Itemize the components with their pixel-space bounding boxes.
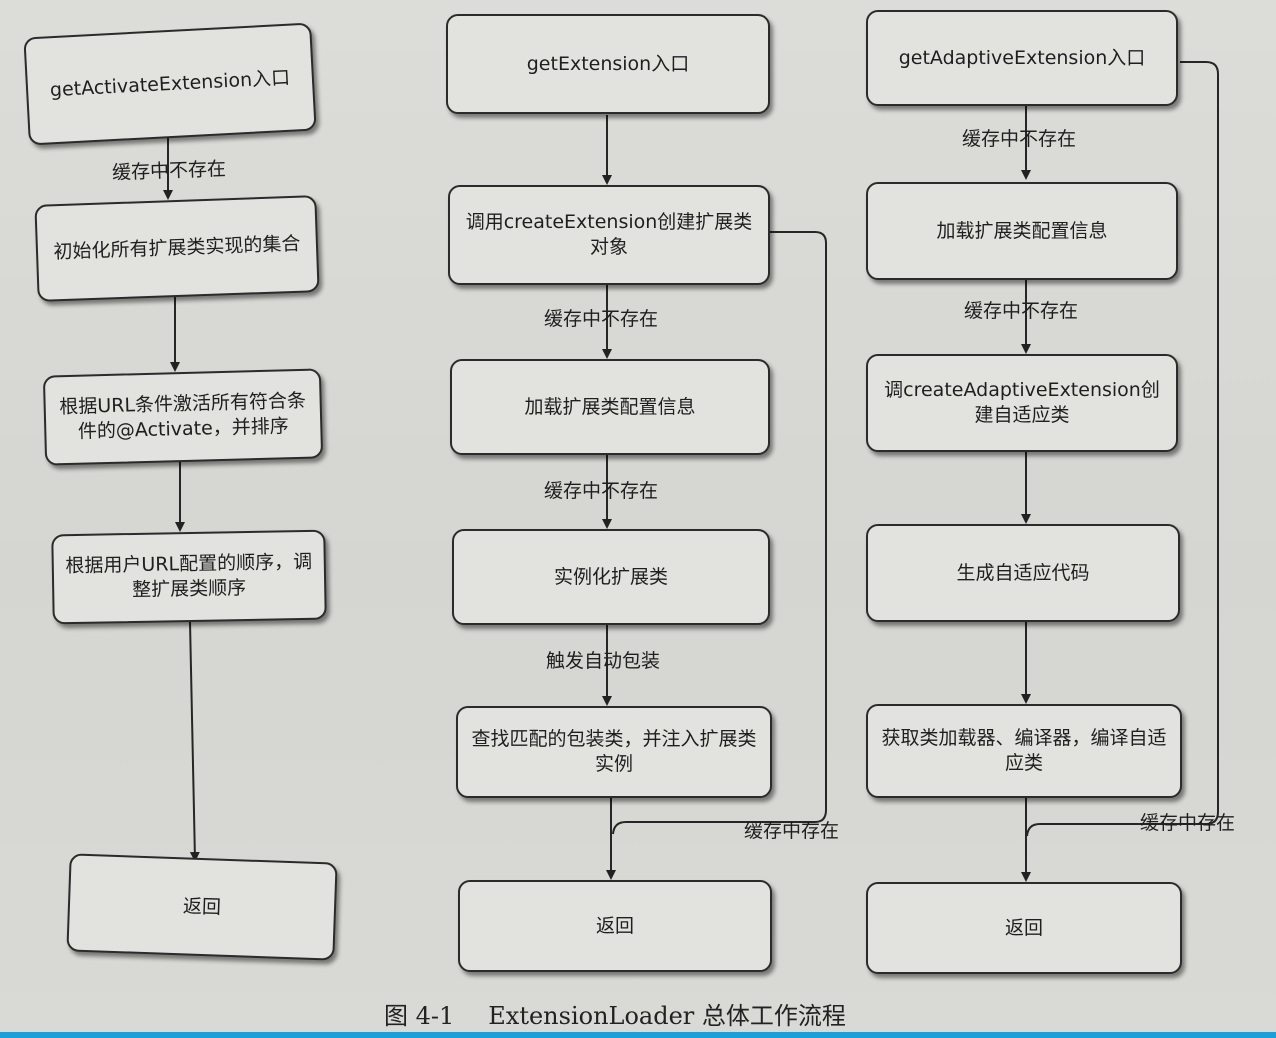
figure-number: 图 4-1 (384, 1002, 455, 1030)
c2-inject-text: 查找匹配的包装类，并注入扩展类实例 (471, 728, 757, 775)
c2-load-box: 加载扩展类配置信息 (450, 359, 770, 455)
c2-entry-text: getExtension入口 (526, 52, 690, 75)
c3-load-box: 加载扩展类配置信息 (866, 182, 1178, 280)
c3-create-box: 调createAdaptiveExtension创建自适应类 (866, 354, 1178, 452)
c3-generate-box: 生成自适应代码 (866, 524, 1180, 622)
c2-instantiate-text: 实例化扩展类 (553, 565, 668, 588)
figure-caption: 图 4-1 ExtensionLoader 总体工作流程 (384, 996, 846, 1031)
c2-load-text: 加载扩展类配置信息 (524, 395, 696, 418)
c1-init-box: 初始化所有扩展类实现的集合 (34, 195, 320, 302)
c2-wrap-label: 触发自动包装 (546, 650, 661, 672)
c1-entry-box: getActivateExtension入口 (23, 22, 317, 146)
c3-load-text: 加载扩展类配置信息 (936, 219, 1108, 242)
c3-generate-text: 生成自适应代码 (956, 561, 1090, 584)
c3-create-text: 调createAdaptiveExtension创建自适应类 (884, 379, 1160, 426)
c2-entry-box: getExtension入口 (446, 14, 770, 114)
c3-entry-text: getAdaptiveExtension入口 (898, 46, 1146, 69)
c3-cache-miss-label-1: 缓存中不存在 (962, 128, 1077, 150)
c1-cache-miss-label: 缓存中不存在 (111, 158, 227, 184)
c3-return-box: 返回 (866, 882, 1182, 974)
c1-init-text: 初始化所有扩展类实现的集合 (53, 232, 301, 264)
c3-cache-miss-label-2: 缓存中不存在 (964, 300, 1079, 322)
c2-inject-box: 查找匹配的包装类，并注入扩展类实例 (456, 706, 772, 798)
c1-activate-text: 根据URL条件激活所有符合条件的@Activate，并排序 (59, 389, 307, 443)
c2-create-text: 调用createExtension创建扩展类对象 (465, 211, 753, 258)
c2-instantiate-box: 实例化扩展类 (452, 529, 770, 625)
c2-cache-miss-label-1: 缓存中不存在 (544, 308, 659, 330)
c1-reorder-box: 根据用户URL配置的顺序，调整扩展类顺序 (51, 529, 327, 625)
c2-create-box: 调用createExtension创建扩展类对象 (448, 185, 770, 285)
arrow-c1-reorder-return (189, 621, 200, 862)
arrow-c3-cache-hit-path (1026, 61, 1219, 837)
c1-activate-box: 根据URL条件激活所有符合条件的@Activate，并排序 (42, 368, 324, 466)
c2-cache-hit-label: 缓存中存在 (744, 820, 840, 842)
c3-compile-text: 获取类加载器、编译器，编译自适应类 (881, 727, 1167, 774)
c2-cache-miss-label-2: 缓存中不存在 (544, 480, 659, 502)
c1-return-box: 返回 (66, 853, 338, 961)
c1-reorder-text: 根据用户URL配置的顺序，调整扩展类顺序 (65, 550, 313, 601)
c1-entry-text: getActivateExtension入口 (49, 66, 291, 101)
screenshot-bottom-edge (0, 1032, 1276, 1038)
c2-return-text: 返回 (595, 914, 634, 937)
c3-entry-box: getAdaptiveExtension入口 (866, 10, 1178, 106)
c3-compile-box: 获取类加载器、编译器，编译自适应类 (866, 704, 1182, 798)
c1-return-text: 返回 (182, 894, 222, 919)
c3-return-text: 返回 (1004, 916, 1043, 939)
figure-title: ExtensionLoader 总体工作流程 (488, 1002, 846, 1030)
c2-return-box: 返回 (458, 880, 772, 972)
c3-cache-hit-label: 缓存中存在 (1140, 812, 1236, 834)
arrow-c2-cache-hit-path (612, 231, 827, 835)
